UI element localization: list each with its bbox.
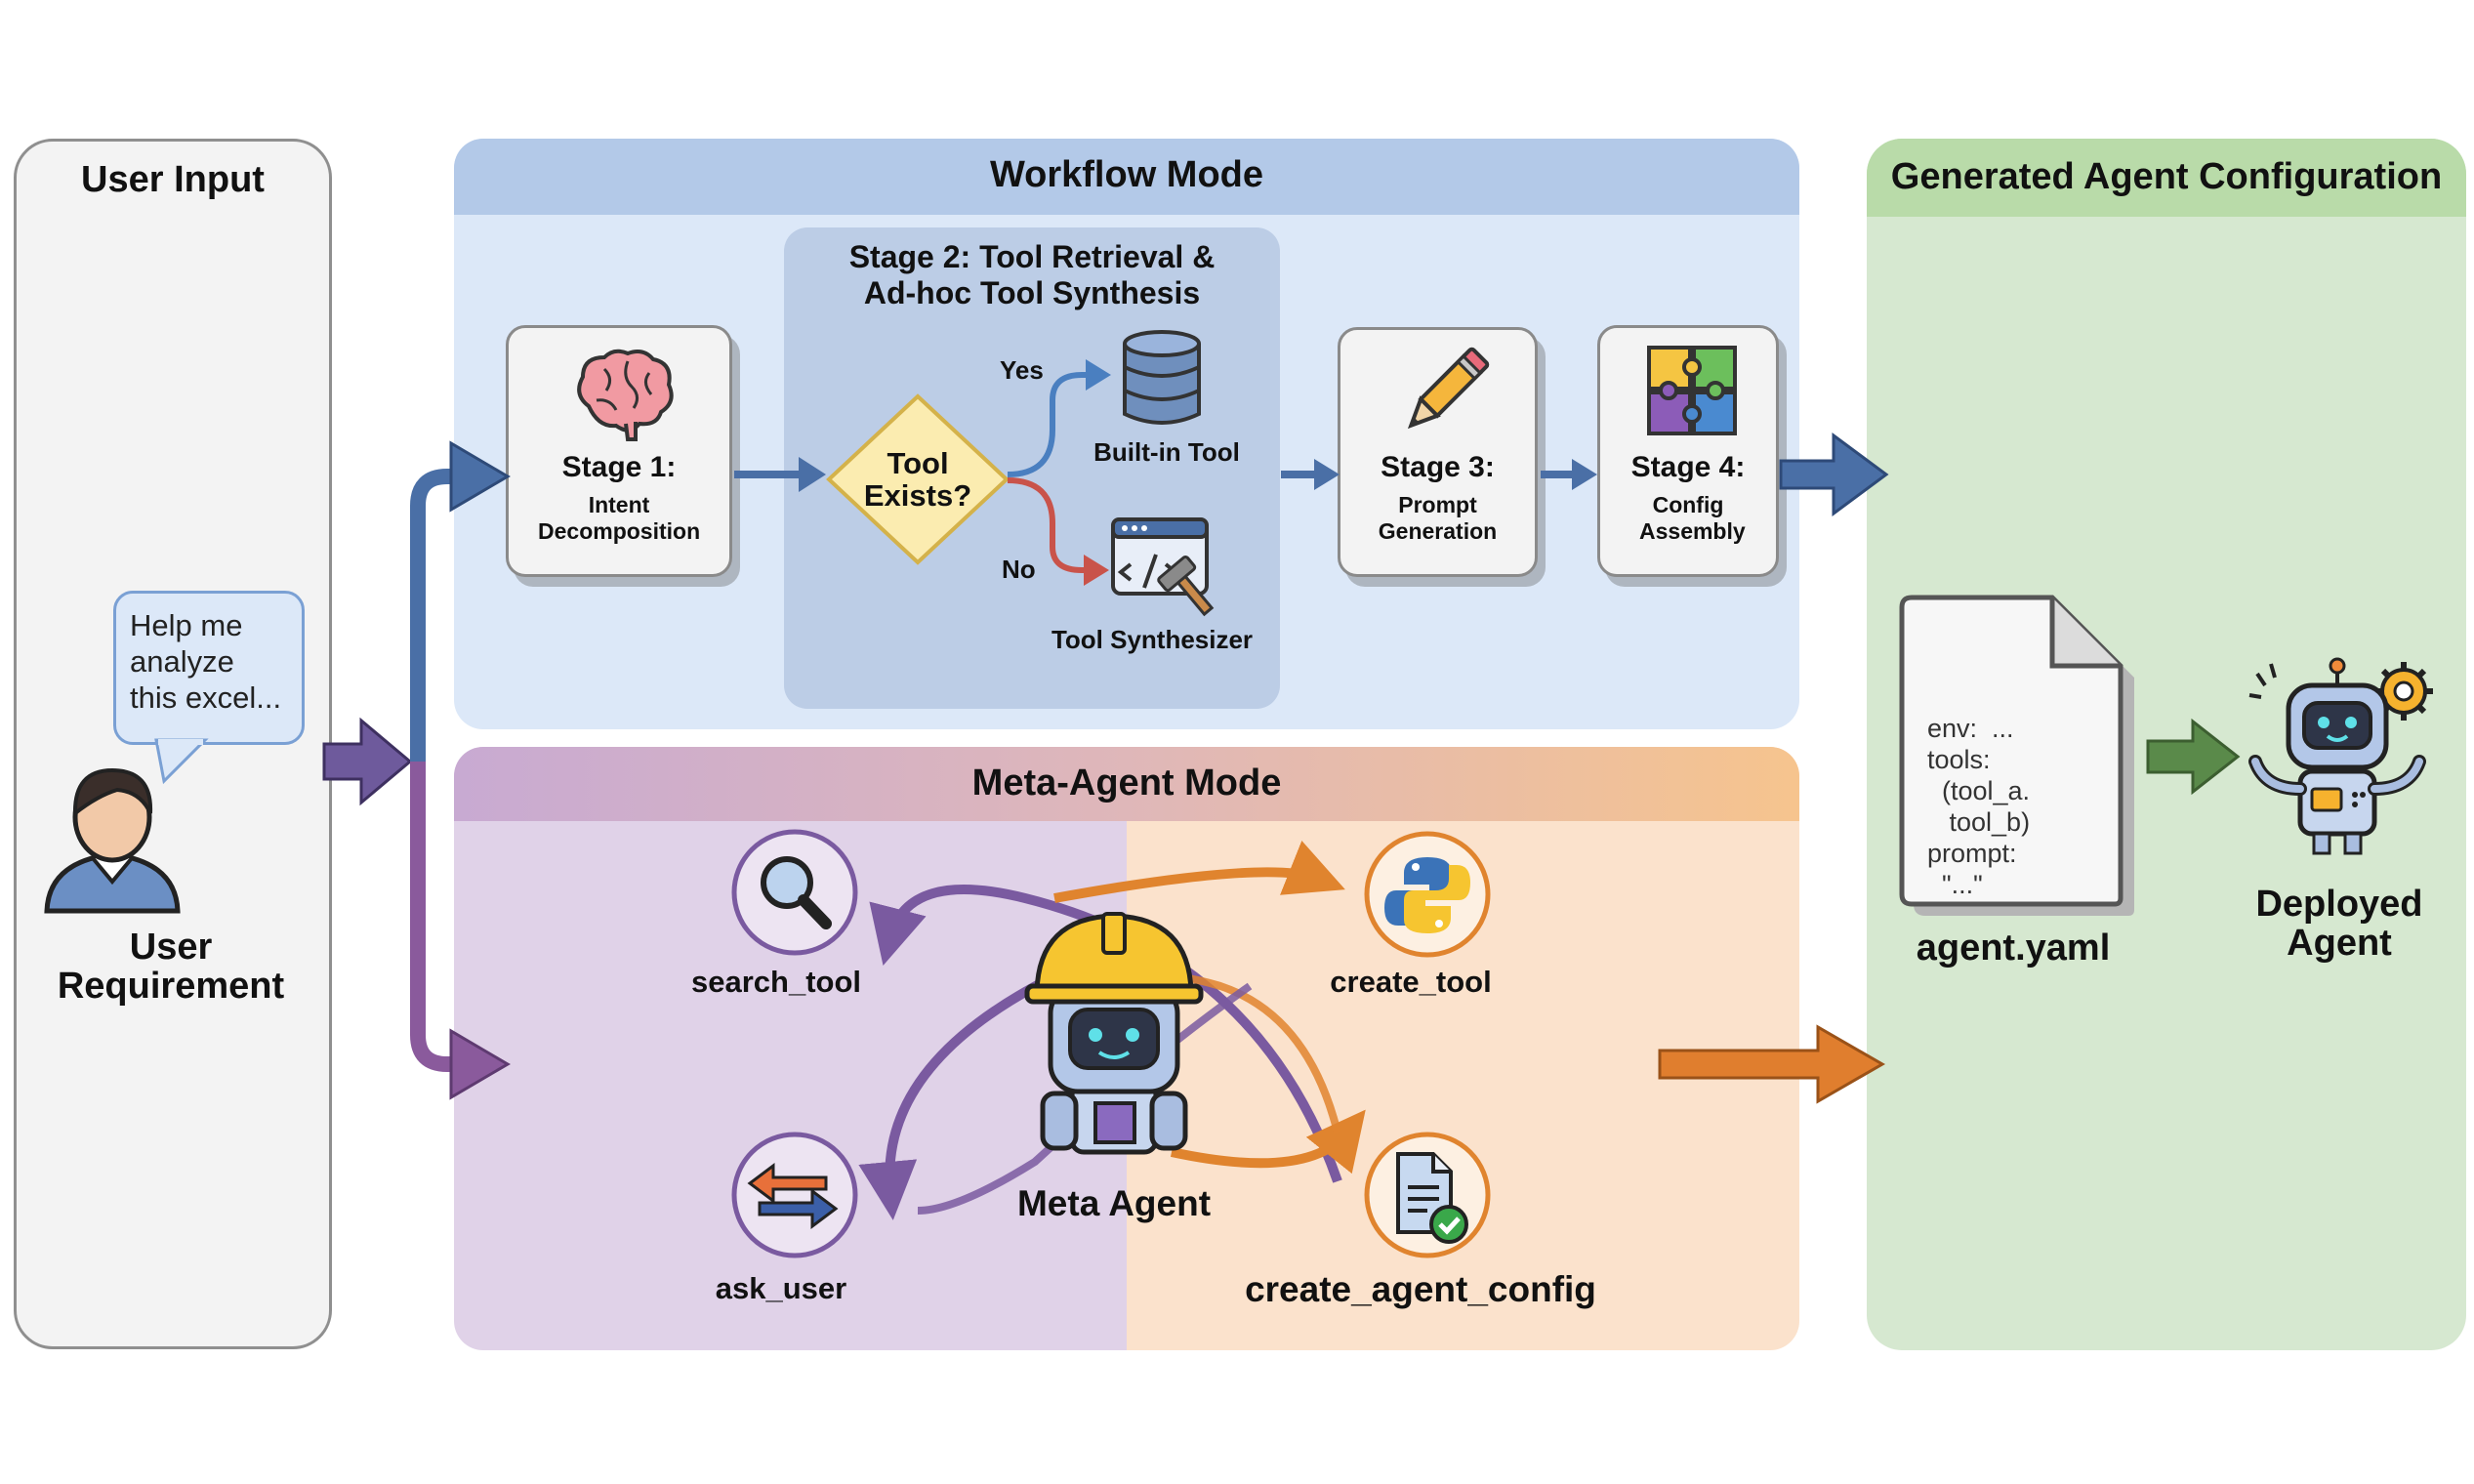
yaml-line: tool_b) [1927,807,2031,837]
user-input-title: User Input [81,159,265,200]
speech-bubble: Help me analyze this excel... [113,591,305,745]
agent-yaml-label: agent.yaml [1916,928,2111,969]
no-label: No [1002,555,1036,584]
user-requirement-label: User Requirement [57,927,285,1007]
config-doc-icon [1364,1132,1491,1258]
swap-arrows-icon [731,1132,858,1258]
yaml-line: tools: [1927,745,1991,774]
search-tool-label: search_tool [690,965,861,999]
workflow-output-arrow [1779,433,1889,516]
meta-agent-robot-icon [1024,912,1204,1155]
search-icon [731,829,858,956]
tool-synthesizer-label: Tool Synthesizer [1051,625,1254,654]
generated-config-title: Generated Agent Configuration [1890,156,2443,197]
user-to-modes-arrow [322,717,413,806]
create-tool-label: create_tool [1330,965,1492,999]
deployed-agent-label: Deployed Agent [2255,884,2423,964]
stage3-title: Stage 3: [1381,451,1495,483]
yes-label: Yes [1000,355,1044,385]
meta-agent-header [454,747,1799,821]
deployed-robot-icon [2248,657,2433,855]
create-agent-config-label: create_agent_config [1245,1269,1596,1309]
stage3-subtitle: Prompt Generation [1378,492,1498,544]
meta-agent-title: Meta-Agent Mode [971,763,1282,804]
yaml-line: prompt: [1927,839,2017,868]
stage1-title: Stage 1: [561,451,677,483]
yaml-line: (tool_a. [1927,776,2031,805]
pencil-icon [1407,347,1490,430]
meta-output-arrow [1658,1024,1886,1104]
yaml-line: env: ... [1927,714,2014,743]
deploy-arrow [2146,718,2241,796]
workflow-mode-title: Workflow Mode [989,154,1264,195]
stage2-title: Stage 2: Tool Retrieval & Ad-hoc Tool Sy… [848,239,1216,310]
stage1-subtitle: Intent Decomposition [538,492,701,544]
workflow-header [454,139,1799,215]
brain-icon [577,349,674,441]
yaml-content: env: ...tools: (tool_a. tool_b)prompt: "… [1927,681,2103,931]
tool-synthesizer-icon [1111,517,1215,617]
meta-agent-label: Meta Agent [1016,1183,1212,1223]
stage1-box: Stage 1: Intent Decomposition [506,325,732,577]
database-icon [1123,330,1201,425]
generated-config-header [1867,139,2466,217]
decision-label: Tool Exists? [863,446,972,513]
stage3-box: Stage 3: Prompt Generation [1338,327,1538,577]
user-person-icon [44,767,181,914]
speech-bubble-text: Help me analyze this excel... [130,608,282,715]
yaml-document-icon [1899,595,2134,916]
stage4-subtitle: Config Assembly [1639,492,1746,544]
decision-diamond [826,393,1010,565]
speech-bubble-tail [154,738,209,785]
python-icon [1364,831,1491,958]
yaml-line: "..." [1927,870,1983,899]
stage4-box: Stage 4: Config Assembly [1597,325,1779,577]
builtin-tool-label: Built-in Tool [1093,437,1240,467]
stage4-title: Stage 4: [1630,451,1746,483]
ask-user-label: ask_user [715,1271,847,1305]
puzzle-icon [1647,346,1737,435]
